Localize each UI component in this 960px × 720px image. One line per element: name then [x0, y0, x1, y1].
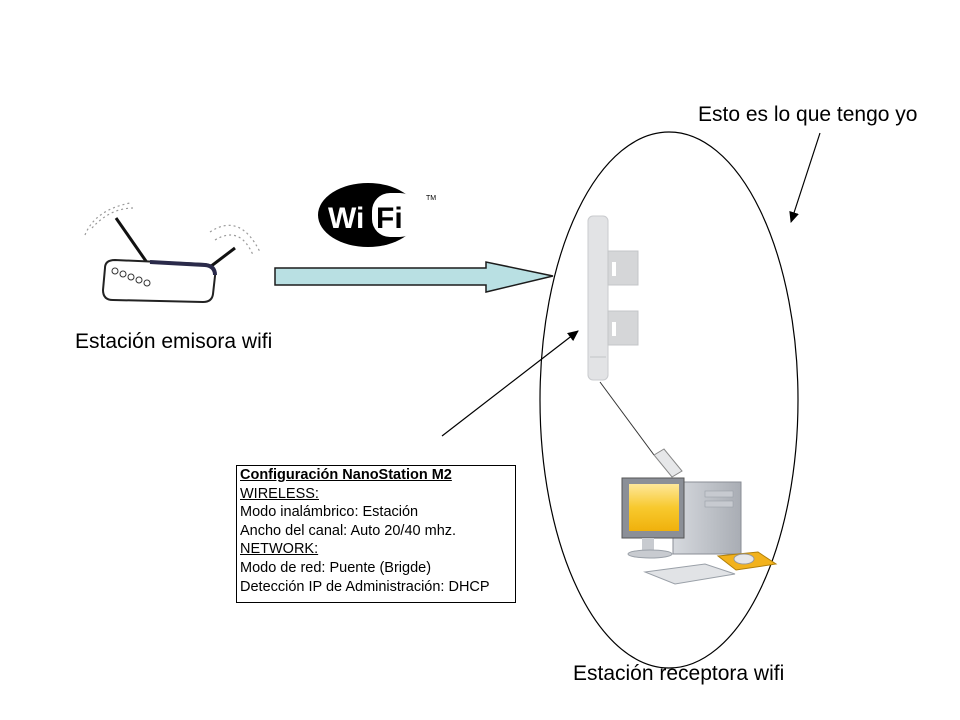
- sender-station-label: Estación emisora wifi: [75, 330, 273, 353]
- computer-icon: [621, 477, 778, 585]
- config-arrow: [441, 330, 579, 437]
- ethernet-cable: [599, 381, 655, 456]
- wifi-logo-left: Wi: [328, 202, 364, 235]
- wifi-logo-right: Fi: [376, 202, 403, 235]
- receiver-station-label: Estación receptora wifi: [573, 662, 785, 685]
- wifi-logo: Wi Fi TM: [318, 183, 436, 247]
- config-section-heading: NETWORK:: [240, 541, 319, 558]
- signal-arrow: [274, 261, 554, 293]
- config-line: Modo inalámbrico: Estación: [240, 504, 419, 521]
- config-line: Modo de red: Puente (Brigde): [240, 559, 432, 576]
- config-box: Configuración NanoStation M2 WIRELESS: M…: [236, 465, 516, 603]
- config-title: Configuración NanoStation M2: [240, 467, 452, 483]
- router-icon: [84, 202, 261, 304]
- annotation-arrow: [789, 132, 821, 223]
- nanostation-antenna-icon: [587, 215, 639, 381]
- config-line: Ancho del canal: Auto 20/40 mhz.: [240, 522, 457, 539]
- ethernet-connector-icon: [653, 448, 683, 478]
- config-section-heading: WIRELESS:: [240, 485, 319, 502]
- receiver-boundary-ellipse: [539, 131, 799, 669]
- annotation-label: Esto es lo que tengo yo: [698, 103, 918, 126]
- wifi-logo-tm: TM: [426, 195, 436, 202]
- config-line: Detección IP de Administración: DHCP: [240, 578, 490, 595]
